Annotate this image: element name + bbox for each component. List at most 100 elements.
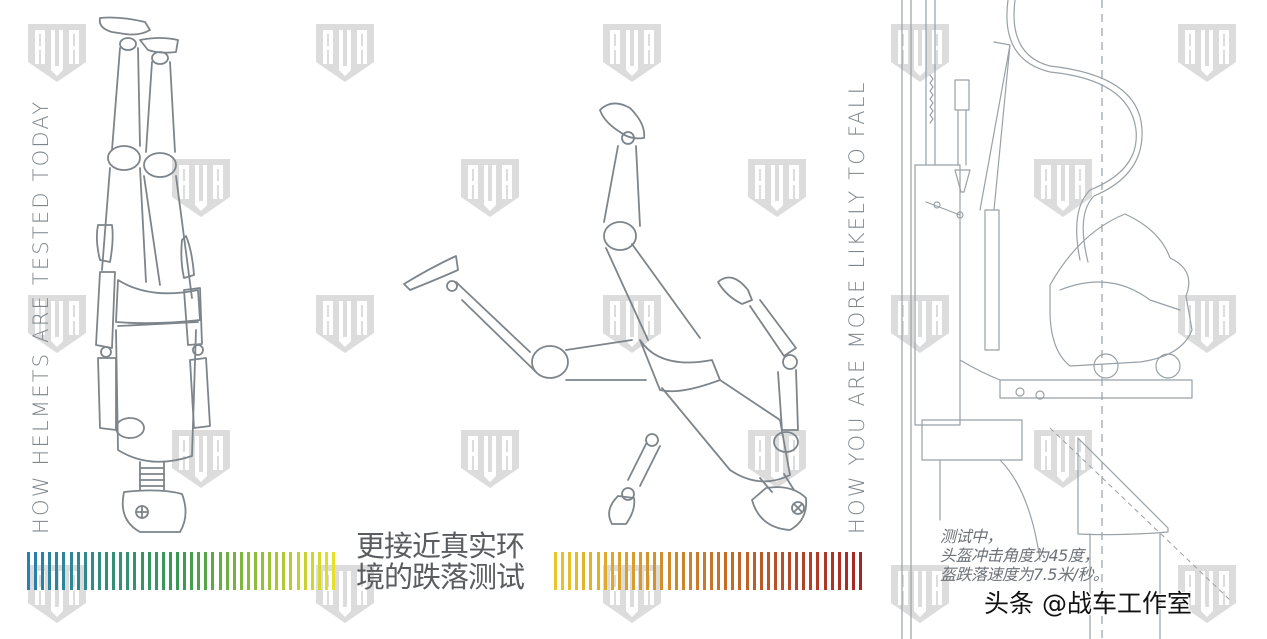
gradient-bar: [667, 552, 671, 590]
gradient-bar: [332, 552, 336, 590]
gradient-bar: [781, 552, 784, 590]
gradient-bar: [724, 552, 728, 590]
gradient-bar: [710, 552, 714, 590]
gradient-bar: [168, 552, 172, 590]
gradient-bar: [83, 552, 87, 590]
ava-watermark-icon: [26, 22, 88, 84]
gradient-bar: [702, 552, 706, 590]
gradient-bar: [76, 552, 80, 590]
gradient-bar: [646, 552, 650, 590]
gradient-bar: [837, 552, 841, 590]
ava-watermark-icon: [889, 563, 951, 625]
gradient-bar: [225, 552, 229, 590]
gradient-bar: [140, 552, 144, 590]
ava-watermark-icon: [1176, 22, 1238, 84]
drop-test-rig: [901, 0, 1231, 639]
ava-watermark-icon: [459, 157, 521, 219]
gradient-bar: [303, 552, 307, 590]
gradient-bar: [261, 552, 265, 590]
gradient-bar: [126, 552, 130, 590]
gradient-bar: [674, 552, 678, 590]
gradient-bar: [27, 552, 30, 590]
gradient-bar: [554, 552, 557, 590]
ava-watermark-icon: [601, 22, 663, 84]
ava-watermark-icon: [314, 293, 376, 355]
gradient-bar: [681, 552, 685, 590]
gradient-bar: [324, 552, 328, 590]
gradient-bar: [617, 552, 621, 590]
gradient-bar: [759, 552, 763, 590]
gradient-bar: [246, 552, 250, 590]
gradient-bar: [582, 552, 586, 590]
gradient-bar: [105, 552, 109, 590]
caption-line-2: 头盔冲击角度为45度，: [940, 546, 1099, 565]
gradient-bar: [653, 552, 657, 590]
gradient-bar: [844, 552, 848, 590]
source-credit: 头条 @战车工作室: [984, 589, 1192, 618]
gradient-bar: [296, 552, 300, 590]
gradient-bar: [97, 552, 101, 590]
gradient-bar: [568, 552, 572, 590]
gradient-bar: [660, 552, 664, 590]
gradient-bar: [62, 552, 66, 590]
gradient-bar: [809, 552, 813, 590]
vertical-label-middle: HOW YOU ARE MORE LIKELY TO FALL: [845, 80, 869, 534]
ava-watermark-icon: [314, 22, 376, 84]
gradient-bar: [133, 552, 137, 590]
gradient-bar: [69, 552, 73, 590]
gradient-bar: [823, 552, 827, 590]
gradient-bar: [218, 552, 222, 590]
gradient-bar: [816, 552, 820, 590]
gradient-bar: [183, 552, 187, 590]
gradient-bar: [851, 552, 855, 590]
gradient-bars-cool: [27, 552, 339, 590]
gradient-bar: [317, 552, 321, 590]
gradient-bar: [154, 552, 158, 590]
gradient-bar: [197, 552, 201, 590]
gradient-bar: [695, 552, 699, 590]
gradient-bars-warm: [554, 552, 866, 590]
gradient-bar: [282, 552, 286, 590]
gradient-bar: [112, 552, 116, 590]
gradient-bar: [190, 552, 194, 590]
caption-line-3: 盔跌落速度为7.5米/秒。: [940, 565, 1109, 584]
gradient-bar: [175, 552, 179, 590]
ava-watermark-icon: [1032, 157, 1094, 219]
gradient-bar: [119, 552, 123, 590]
gradient-bar: [639, 552, 643, 590]
gradient-bar: [603, 552, 607, 590]
gradient-bar: [310, 552, 314, 590]
gradient-bar: [788, 552, 792, 590]
gradient-bar: [239, 552, 243, 590]
ava-watermark-icon: [889, 293, 951, 355]
gradient-bar: [745, 552, 749, 590]
gradient-bar: [624, 552, 628, 590]
gradient-bar: [632, 552, 636, 590]
gradient-bar: [561, 552, 565, 590]
gradient-bar: [211, 552, 215, 590]
gradient-bar: [161, 552, 165, 590]
caption-line-1: 测试中，: [940, 527, 1003, 546]
gradient-bar: [34, 552, 38, 590]
gradient-bar: [596, 552, 600, 590]
gradient-bar: [731, 552, 735, 590]
gradient-bar: [254, 552, 257, 590]
gradient-bar: [48, 552, 52, 590]
falling-dummy-figure: [403, 102, 808, 531]
gradient-bar: [859, 552, 863, 590]
gradient-bar: [41, 552, 45, 590]
inverted-dummy-figure: [95, 16, 211, 533]
ava-watermark-icon: [170, 428, 232, 490]
gradient-bar: [830, 552, 834, 590]
gradient-bar: [204, 552, 208, 590]
center-heading-line-1: 更接近真实环: [356, 529, 525, 563]
ava-watermark-icon: [746, 428, 808, 490]
ava-watermark-icon: [314, 563, 376, 625]
gradient-bar: [268, 552, 272, 590]
center-heading: 更接近真实环 境的跌落测试: [356, 529, 525, 593]
gradient-bar: [773, 552, 777, 590]
gradient-bar: [575, 552, 579, 590]
gradient-bar: [752, 552, 756, 590]
gradient-bar: [717, 552, 721, 590]
gradient-bar: [688, 552, 692, 590]
